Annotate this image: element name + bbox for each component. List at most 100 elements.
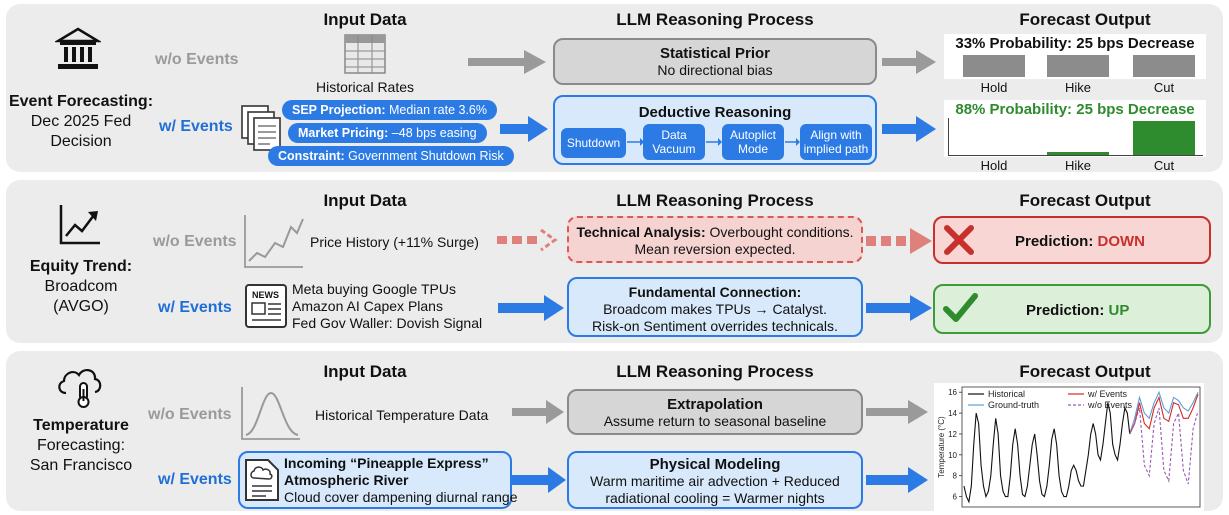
row3-title-bold: Temperature — [33, 417, 129, 434]
pred-prefix-1: Prediction: — [1015, 233, 1098, 250]
legend-label-3: w/o Events — [1087, 400, 1133, 410]
row1-header-input: Input Data — [323, 10, 407, 29]
pred-prefix-2: Prediction: — [1026, 302, 1109, 319]
row3-wo-arrow-in — [512, 400, 564, 424]
row3-title: Temperature Forecasting: San Francisco — [6, 416, 156, 476]
tick-hike-2: Hike — [1064, 158, 1091, 173]
baseline-w — [948, 155, 1203, 156]
row2-wo-reasoning-box: Technical Analysis: Overbought condition… — [567, 216, 863, 263]
pill-market-bold: Market Pricing: — [298, 126, 389, 140]
row2-wo-input: Price History (+11% Surge) — [310, 234, 479, 250]
row1-w-output-title: 88% Probability: 25 bps Decrease — [955, 101, 1195, 118]
row2-title-line3: (AVGO) — [53, 298, 109, 315]
step-shutdown: Shutdown — [561, 128, 626, 158]
row3-w-input-box — [238, 451, 512, 509]
row3-wo-reason-title: Extrapolation — [667, 396, 763, 413]
row2-w-input-1: Meta buying Google TPUs — [292, 281, 456, 297]
tick-cut-1: Cut — [1153, 80, 1175, 95]
row1-wo-reason-title: Statistical Prior — [659, 45, 771, 62]
row3-w-reason-title: Physical Modeling — [649, 456, 781, 473]
y-tick-label-6: 6 — [953, 493, 958, 502]
pred-up: UP — [1108, 302, 1130, 319]
pill-constraint: Constraint: Government Shutdown Risk — [268, 146, 514, 166]
legend-label-0: Historical — [988, 389, 1025, 399]
row3-label-w: w/ Events — [158, 471, 232, 488]
row3-w-input-text: Incoming “Pineapple Express” Atmospheric… — [284, 455, 517, 506]
tick-hike-1: Hike — [1064, 80, 1091, 95]
cross-icon — [944, 225, 974, 255]
pill-sep-projection: SEP Projection: Median rate 3.6% — [282, 100, 497, 120]
row3-header-input: Input Data — [323, 362, 407, 381]
row2-label-w: w/ Events — [158, 299, 232, 316]
documents-icon — [241, 105, 281, 151]
axis-line-w — [948, 118, 949, 156]
pill-constraint-bold: Constraint: — [278, 149, 345, 163]
step-autoplict-mode: Autoplict Mode — [722, 124, 784, 160]
row2-label-wo: w/o Events — [153, 233, 237, 250]
y-tick-label-10: 10 — [948, 451, 957, 460]
checkmark-icon — [943, 293, 978, 322]
row2-title-bold: Equity Trend: — [29, 258, 133, 275]
row1-header-output: Forecast Output — [1019, 10, 1151, 29]
row2-w-input-2: Amazon AI Capex Plans — [292, 298, 443, 314]
row2-w-reason-line2: Risk-on Sentiment overrides technicals. — [592, 318, 838, 334]
y-tick-label-16: 16 — [948, 388, 957, 397]
chart-frame — [961, 386, 1201, 508]
row1-wo-reason-text: No directional bias — [657, 62, 773, 78]
pill-market-pricing: Market Pricing: –48 bps easing — [288, 123, 487, 143]
row1-title-bold: Event Forecasting: — [8, 93, 154, 110]
row2-wo-arrow-out-dashed — [866, 228, 932, 254]
legend-label-1: w/ Events — [1087, 389, 1128, 399]
step-arrows — [627, 138, 800, 146]
series-w-o-events — [1129, 407, 1199, 485]
row2-w-inputs: Meta buying Google TPUs Amazon AI Capex … — [292, 281, 482, 332]
bar-hike-w — [1047, 152, 1109, 155]
pred-down: DOWN — [1097, 233, 1146, 250]
newspaper-icon — [245, 284, 287, 328]
series-historical — [963, 402, 1131, 504]
row2-wo-reason-rest: Overbought conditions. — [705, 224, 854, 240]
row3-w-reasoning-box: Physical Modeling Warm maritime air adve… — [567, 451, 863, 509]
row3-wo-reason-text: Assume return to seasonal baseline — [603, 413, 827, 429]
row3-w-reason-line1: Warm maritime air advection + Reduced — [590, 473, 840, 489]
y-tick-label-8: 8 — [953, 472, 958, 481]
row1-title-line2: Dec 2025 Fed — [30, 113, 132, 130]
bell-curve-icon — [241, 387, 300, 440]
step-align-path: Align with implied path — [800, 124, 872, 160]
bar-hike-wo — [1047, 55, 1109, 77]
trend-up-icon — [59, 205, 100, 245]
row1-w-reason-title: Deductive Reasoning — [638, 104, 792, 121]
row1-wo-output-title: 33% Probability: 25 bps Decrease — [955, 35, 1195, 52]
row3-wo-arrow-out — [866, 400, 928, 424]
row2-w-reason-title: Fundamental Connection: — [628, 284, 802, 300]
row3-label-wo: w/o Events — [148, 406, 232, 423]
pill-sep-rest: Median rate 3.6% — [385, 103, 487, 117]
prediction-down-text: Prediction: DOWN — [1015, 233, 1145, 250]
row3-title-line3: San Francisco — [29, 457, 133, 474]
row2-w-arrow-out — [866, 295, 932, 321]
row2-wo-reason-line2: Mean reversion expected. — [634, 241, 796, 257]
y-tick-label-14: 14 — [948, 409, 957, 418]
row2-w-reasoning-box: Fundamental Connection: Broadcom makes T… — [567, 277, 863, 337]
row3-title-line2: Forecasting: — [36, 437, 126, 454]
cloud-thermometer-icon — [58, 369, 102, 408]
row3-wo-reasoning-box: Extrapolation Assume return to seasonal … — [567, 389, 863, 435]
tick-hold-1: Hold — [980, 80, 1008, 95]
y-tick-label-12: 12 — [948, 430, 957, 439]
prediction-down-box — [933, 216, 1211, 264]
tick-hold-2: Hold — [980, 158, 1008, 173]
row1-wo-input: Historical Rates — [315, 79, 415, 95]
legend-label-2: Ground-truth — [988, 400, 1039, 410]
price-chart-icon — [244, 215, 304, 268]
row3-w-arrow-in — [512, 467, 566, 493]
bank-icon — [55, 27, 101, 69]
pill-market-rest: –48 bps easing — [388, 126, 477, 140]
row1-title: Event Forecasting: Dec 2025 Fed Decision — [6, 92, 156, 152]
series-ground-truth — [1129, 390, 1199, 435]
row2-header-output: Forecast Output — [1019, 191, 1151, 210]
bar-cut-w — [1133, 121, 1195, 155]
table-icon — [344, 34, 386, 74]
row2-title-line2: Broadcom — [44, 278, 118, 295]
step-data-vacuum: Data Vacuum — [643, 124, 705, 160]
row2-w-reason-line1: Broadcom makes TPUs → Catalyst. — [603, 301, 827, 317]
